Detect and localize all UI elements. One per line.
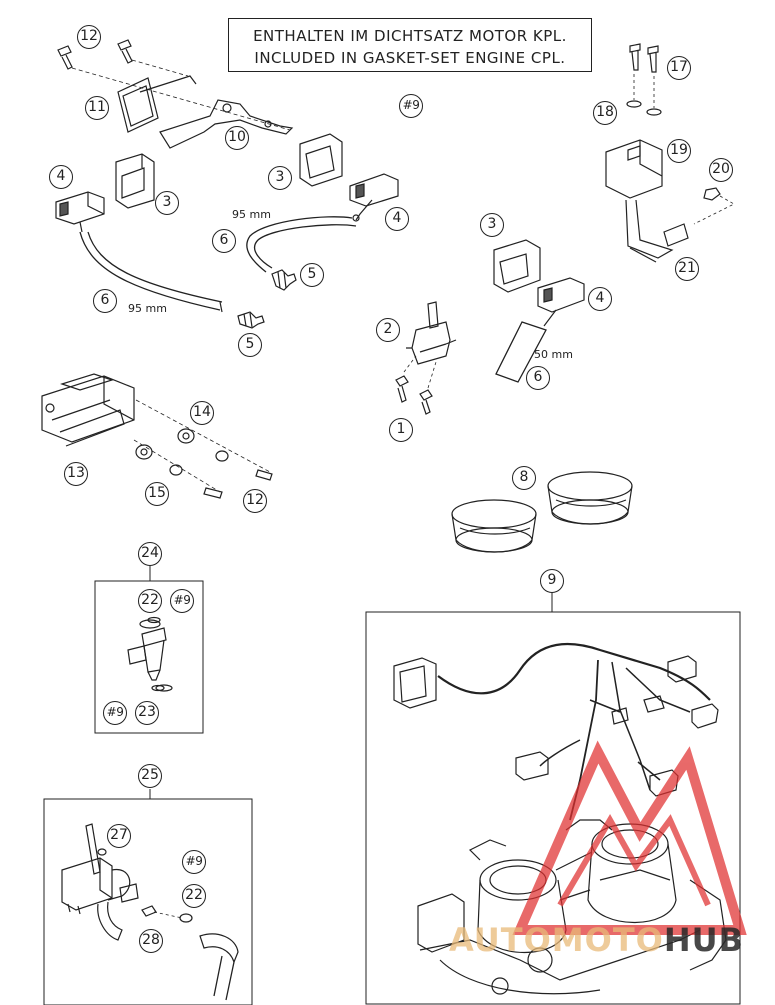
oring-23 [155, 684, 173, 692]
actuator [61, 823, 139, 941]
relay-19 [605, 139, 663, 199]
callout-3-left: 3 [155, 191, 179, 215]
washers-15 [169, 450, 229, 476]
callout-6-left: 6 [93, 289, 117, 313]
nipple-5b [271, 269, 297, 291]
callout-23: 23 [135, 701, 159, 725]
nut-20 [693, 187, 735, 225]
callout-14: 14 [190, 401, 214, 425]
bolts-17 [629, 43, 659, 73]
sensor-4b [349, 173, 399, 222]
callout-20: 20 [709, 158, 733, 182]
callout-ref-9-top: #9 [399, 94, 423, 118]
ecu-13 [41, 373, 135, 447]
callout-11: 11 [85, 96, 109, 120]
callout-8: 8 [512, 466, 536, 490]
callout-2: 2 [376, 318, 400, 342]
callout-12-top: 12 [77, 25, 101, 49]
callout-19: 19 [667, 139, 691, 163]
connector-3b [299, 133, 343, 187]
watermark: AUTOMOTOHUB [449, 921, 744, 959]
sensor-2 [406, 301, 457, 365]
sensor-4c [537, 277, 585, 327]
screws-12 [203, 469, 273, 499]
callout-3-middle: 3 [268, 166, 292, 190]
callout-4-middle: 4 [385, 207, 409, 231]
oring-22a [139, 619, 161, 629]
watermark-part-1: AUTOMOTO [449, 921, 664, 959]
bracket-21 [625, 199, 689, 263]
hose-elbow [199, 933, 239, 1001]
callout-21: 21 [675, 257, 699, 281]
connector-3a [115, 153, 155, 209]
sensor-4a [55, 191, 105, 233]
washers-18 [626, 74, 662, 116]
callout-27: 27 [107, 824, 131, 848]
hose-6c [495, 321, 547, 383]
hose-6b [246, 216, 357, 273]
callout-18: 18 [593, 101, 617, 125]
dim-95-upper: 95 mm [232, 208, 271, 221]
callout-ref-9-injector-top: #9 [170, 589, 194, 613]
bolts-12-top [57, 39, 133, 70]
dim-95-lower: 95 mm [128, 302, 167, 315]
callout-10: 10 [225, 126, 249, 150]
seal-8a [451, 499, 537, 553]
nipple-5a [237, 311, 265, 329]
callout-22-injector: 22 [138, 589, 162, 613]
callout-15: 15 [145, 482, 169, 506]
grommets-14 [135, 428, 195, 460]
watermark-logo-icon [512, 740, 747, 935]
dim-50: 50 mm [534, 348, 573, 361]
oring-22b [179, 913, 193, 923]
callout-25: 25 [138, 764, 162, 788]
callout-3-right: 3 [480, 213, 504, 237]
watermark-part-2: HUB [663, 921, 745, 959]
callout-24: 24 [138, 542, 162, 566]
connector-3c [493, 239, 541, 293]
callout-9: 9 [540, 569, 564, 593]
callout-ref-9-injector-bottom: #9 [103, 701, 127, 725]
callout-5-left: 5 [238, 333, 262, 357]
harness-connectors [393, 655, 719, 797]
callout-ref-9-actuator: #9 [182, 850, 206, 874]
bracket-10 [139, 75, 294, 149]
gasket-set-note: ENTHALTEN IM DICHTSATZ MOTOR KPL. INCLUD… [228, 18, 592, 72]
callout-13: 13 [64, 462, 88, 486]
hose-6a [79, 231, 223, 313]
callout-4-right: 4 [588, 287, 612, 311]
callout-1: 1 [389, 418, 413, 442]
callout-28: 28 [139, 929, 163, 953]
callout-22-actuator: 22 [182, 884, 206, 908]
callout-4-left: 4 [49, 165, 73, 189]
callout-6-middle: 6 [212, 229, 236, 253]
note-line-2: INCLUDED IN GASKET-SET ENGINE CPL. [254, 49, 566, 67]
screws-1 [395, 355, 437, 415]
callout-5-middle: 5 [300, 263, 324, 287]
callout-12-ecu: 12 [243, 489, 267, 513]
callout-17: 17 [667, 56, 691, 80]
clip-11 [117, 77, 159, 133]
screw-28 [141, 905, 183, 919]
injector [127, 616, 167, 692]
note-line-1: ENTHALTEN IM DICHTSATZ MOTOR KPL. [253, 27, 567, 45]
callout-6-right: 6 [526, 366, 550, 390]
seal-8b [547, 471, 633, 525]
